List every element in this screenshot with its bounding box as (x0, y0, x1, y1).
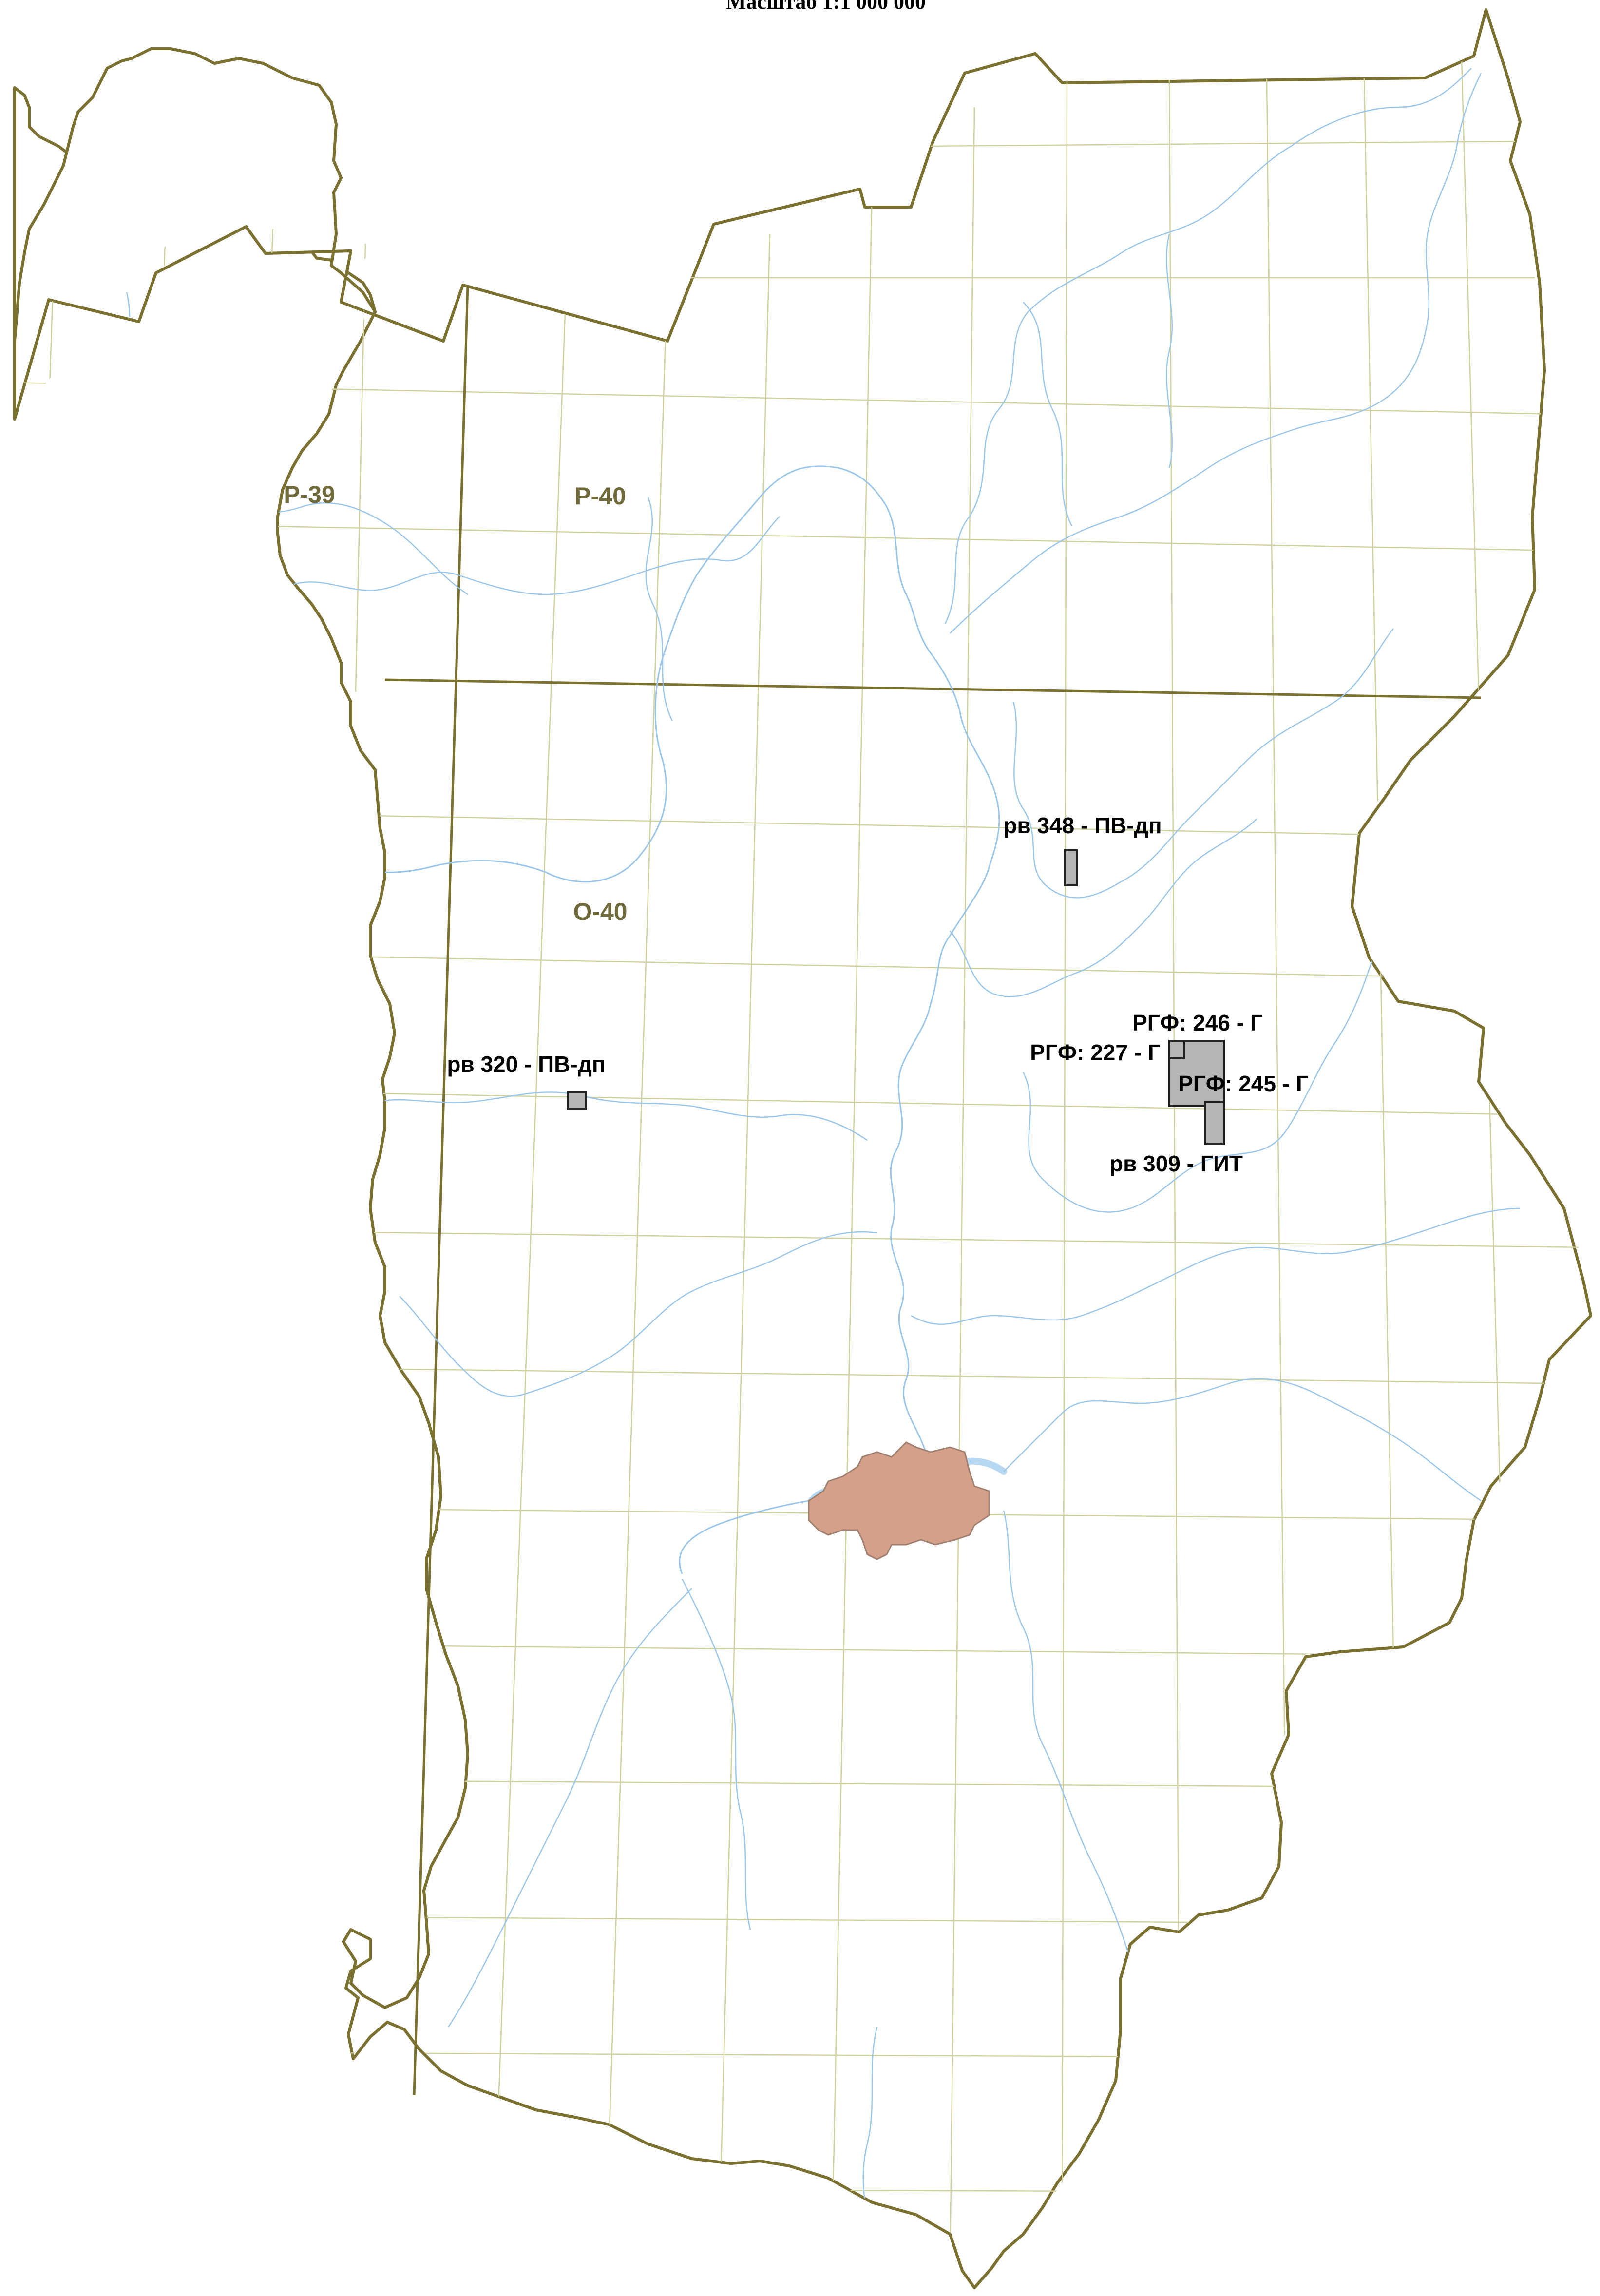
site-label-rv348: рв 348 - ПВ-дп (1003, 813, 1162, 838)
sheet-label-p39: Р-39 (284, 481, 335, 508)
site-rv320[interactable] (567, 1091, 587, 1110)
site-rgf245[interactable] (1204, 1101, 1225, 1145)
site-label-rgf227: РГФ: 227 - Г (1030, 1040, 1161, 1065)
site-polygons (567, 849, 1225, 1145)
sheet-label-p40: Р-40 (574, 482, 626, 510)
site-label-rv320: рв 320 - ПВ-дп (447, 1052, 605, 1077)
site-label-rgf246: РГФ: 246 - Г (1132, 1010, 1263, 1035)
perm-city (808, 1441, 990, 1560)
site-rv348[interactable] (1064, 849, 1078, 886)
sheet-label-o40: О-40 (573, 898, 627, 925)
region-outline (13, 8, 1592, 2289)
sheet-borders (384, 285, 1482, 2096)
site-label-rgf245: РГФ: 245 - Г (1178, 1071, 1309, 1096)
site-rgf227[interactable] (1168, 1040, 1185, 1059)
map-scale-title: Масштаб 1:1 000 000 (726, 0, 926, 14)
site-label-rv309: рв 309 - ГИТ (1109, 1151, 1243, 1176)
